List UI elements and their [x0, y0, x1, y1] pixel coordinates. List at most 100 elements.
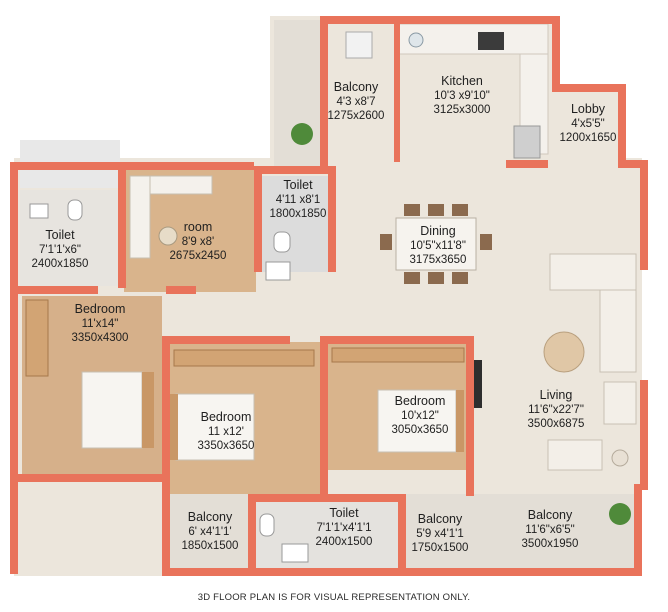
wall [118, 162, 126, 288]
room-name: Living [539, 388, 573, 402]
room-name: Lobby [570, 102, 606, 116]
basin-icon [265, 261, 291, 281]
study-desk [129, 175, 151, 259]
room-dims: 11 x12' [208, 426, 244, 439]
wall [618, 84, 626, 168]
toilet-icon [259, 513, 275, 537]
room-dims: 10'3 x9'10" [434, 90, 490, 103]
room-dims: 7'1'1'x6" [38, 244, 82, 257]
side-table [611, 449, 629, 467]
dining-chair [380, 234, 392, 250]
room-label-dining: Dining 10'5"x11'8" 3175x3650 [410, 224, 467, 267]
wall [14, 474, 164, 482]
kitchen-fridge [513, 125, 541, 159]
room-name: Toilet [45, 228, 75, 242]
wall [248, 494, 404, 502]
floor-lobby [556, 84, 626, 170]
wall [254, 168, 262, 272]
dining-chair [404, 272, 420, 284]
wall [248, 494, 256, 576]
room-label-room: room 8'9 x8' 2675x2450 [170, 220, 227, 263]
wall [394, 22, 400, 162]
room-mm: 3350x4300 [71, 332, 129, 345]
bed-headboard [170, 394, 178, 460]
room-name: Balcony [417, 512, 463, 526]
room-dims: 5'9 x4'1'1 [416, 528, 464, 541]
room-mm: 1850x1500 [181, 540, 239, 553]
basin-icon [29, 203, 49, 219]
room-name: Balcony [187, 510, 233, 524]
room-label-balcony-br: Balcony 11'6"x6'5" 3500x1950 [522, 508, 579, 551]
wall [328, 172, 336, 272]
room-label-bedroom-right: Bedroom 10'x12" 3050x3650 [392, 394, 449, 437]
wall [10, 162, 254, 170]
room-label-toilet-mid: Toilet 4'11 x8'1 1800x1850 [270, 178, 327, 221]
room-mm: 1800x1850 [269, 208, 327, 221]
tv-unit [474, 360, 482, 408]
room-name: room [183, 220, 213, 234]
wall [552, 84, 626, 92]
room-dims: 4'x5'5" [571, 118, 605, 131]
room-mm: 3500x6875 [527, 418, 585, 431]
room-dims: 10'5"x11'8" [410, 240, 466, 253]
floor-toilet-mid [260, 176, 334, 272]
coffee-table [543, 331, 585, 373]
sofa [599, 289, 637, 373]
wall [634, 484, 642, 576]
room-mm: 1200x1650 [559, 132, 617, 145]
room-mm: 2400x1850 [31, 258, 89, 271]
chair-icon [158, 226, 178, 246]
room-dims: 11'6"x22'7" [528, 404, 584, 417]
room-label-bedroom-left: Bedroom 11'x14" 3350x4300 [72, 302, 129, 345]
wall [166, 286, 196, 294]
dining-chair [428, 272, 444, 284]
wall [466, 336, 474, 496]
dining-chair [404, 204, 420, 216]
room-name: Bedroom [74, 302, 126, 316]
room-label-toilet-left: Toilet 7'1'1'x6" 2400x1850 [32, 228, 89, 271]
room-dims: 10'x12" [401, 410, 439, 423]
wall [640, 160, 648, 270]
disclaimer-footer: 3D FLOOR PLAN IS FOR VISUAL REPRESENTATI… [197, 592, 471, 603]
room-label-kitchen: Kitchen 10'3 x9'10" 3125x3000 [434, 74, 491, 117]
wardrobe [25, 299, 49, 377]
plant-icon [291, 123, 313, 145]
room-mm: 3350x3650 [197, 440, 255, 453]
room-dims: 4'3 x8'7 [336, 96, 376, 109]
bed [377, 389, 457, 453]
washing-machine-icon [345, 31, 373, 59]
armchair [547, 439, 603, 471]
room-label-bedroom-center: Bedroom 11 x12' 3350x3650 [198, 410, 255, 453]
wall [14, 286, 98, 294]
wall [320, 16, 558, 24]
kitchen-sink-icon [408, 32, 424, 48]
plant-icon [609, 503, 631, 525]
bed [175, 393, 255, 461]
room-mm: 3175x3650 [409, 254, 467, 267]
bed-headboard [142, 372, 154, 448]
wall [320, 336, 470, 344]
wall [162, 336, 290, 344]
room-mm: 2400x1500 [315, 536, 373, 549]
wall [552, 16, 560, 88]
wall [618, 160, 648, 168]
wall [398, 494, 406, 576]
room-dims: 8'9 x8' [181, 236, 215, 249]
room-name: Balcony [333, 80, 379, 94]
room-label-balcony-bm: Balcony 5'9 x4'1'1 1750x1500 [412, 512, 469, 555]
room-dims: 6' x4'1'1' [188, 526, 232, 539]
room-name: Toilet [329, 506, 359, 520]
wardrobe [173, 349, 315, 367]
wall [640, 380, 648, 490]
floor-balcony-top [274, 20, 324, 168]
room-mm: 3050x3650 [391, 424, 449, 437]
furniture [25, 23, 637, 563]
room-label-balcony-bl: Balcony 6' x4'1'1' 1850x1500 [182, 510, 239, 553]
bed [81, 371, 143, 449]
room-label-balcony-top: Balcony 4'3 x8'7 1275x2600 [328, 80, 385, 123]
room-label-toilet-bottom: Toilet 7'1'1'x4'1'1 2400x1500 [316, 506, 373, 549]
room-dims: 7'1'1'x4'1'1 [316, 522, 372, 535]
room-mm: 3125x3000 [433, 104, 491, 117]
room-mm: 2675x2450 [169, 250, 227, 263]
